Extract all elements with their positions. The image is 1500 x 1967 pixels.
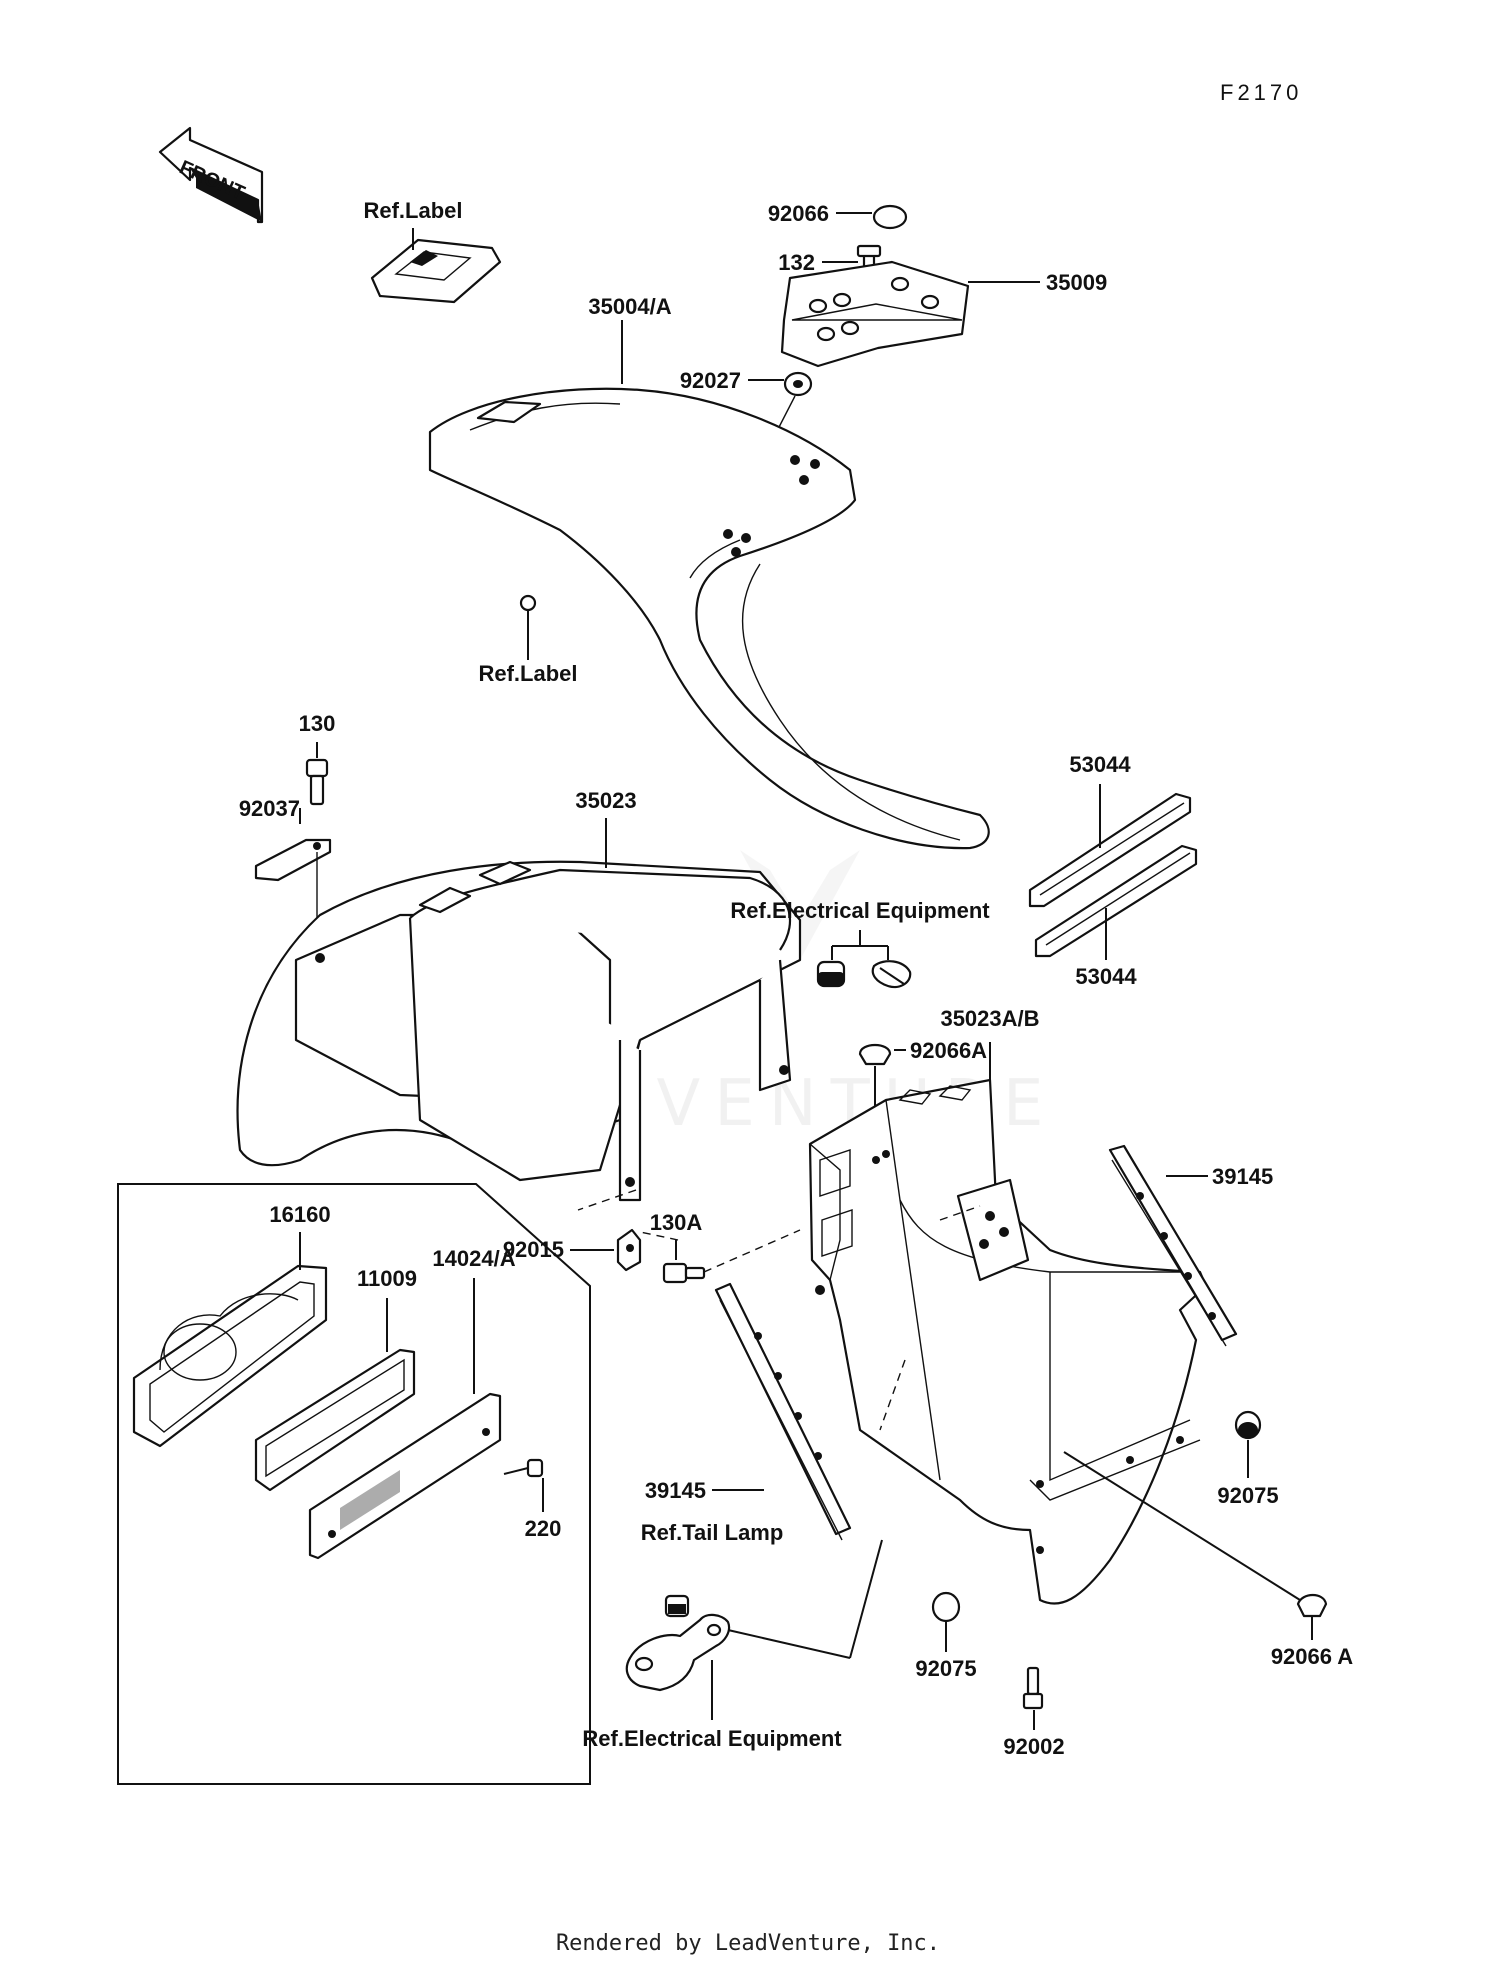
bracket-35009 (780, 260, 970, 368)
label-ref-electrical-top: Ref.Electrical Equipment (730, 898, 990, 923)
bolt-130a-icon (662, 1262, 706, 1284)
label-35023ab: 35023A/B (940, 1006, 1039, 1031)
label-92066a-bottom: 92066 A (1271, 1644, 1353, 1669)
gasket-11009 (254, 1348, 416, 1492)
bolt-92002-icon (1022, 1666, 1044, 1710)
label-39145-left: 39145 (645, 1478, 706, 1503)
inset-box (117, 1183, 591, 1785)
strip-39145-right (1108, 1144, 1238, 1347)
label-16160: 16160 (269, 1202, 330, 1227)
strip-53044-bottom (1034, 844, 1198, 958)
front-arrow-icon: FRONT (158, 126, 264, 224)
ref-label-pad (370, 238, 502, 304)
label-92015: 92015 (503, 1237, 564, 1262)
rear-fender-35023ab (808, 1078, 1208, 1605)
label-92066: 92066 (768, 201, 829, 226)
label-ref-tail-lamp: Ref.Tail Lamp (641, 1520, 784, 1545)
bolt-130-icon (305, 742, 329, 806)
label-92027: 92027 (680, 368, 741, 393)
label-53044-bottom: 53044 (1075, 964, 1137, 989)
label-35023: 35023 (575, 788, 636, 813)
label-220: 220 (525, 1516, 562, 1541)
rear-fender-35023 (236, 860, 802, 1202)
lens-14024a (308, 1392, 502, 1560)
strip-39145-left (714, 1282, 852, 1541)
footer-credit: Rendered by LeadVenture, Inc. (556, 1931, 940, 1956)
label-53044-top: 53044 (1069, 752, 1131, 777)
label-92066a-top: 92066A (910, 1038, 987, 1063)
label-35009: 35009 (1046, 270, 1107, 295)
label-92037: 92037 (239, 796, 300, 821)
label-92002: 92002 (1003, 1734, 1064, 1759)
label-14024a: 14024/A (432, 1246, 515, 1271)
label-39145-right: 39145 (1212, 1164, 1273, 1189)
lamp-housing-16160 (132, 1264, 328, 1448)
label-ref-label-mid: Ref.Label (478, 661, 577, 686)
front-fender-35004 (428, 387, 990, 850)
label-92075-right: 92075 (1217, 1483, 1278, 1508)
label-130: 130 (299, 711, 336, 736)
diagram-code: F2170 (1220, 80, 1302, 105)
strip-53044-top (1028, 792, 1192, 908)
label-ref-electrical-bottom: Ref.Electrical Equipment (582, 1726, 842, 1751)
label-35004a: 35004/A (588, 294, 671, 319)
label-11009: 11009 (357, 1266, 417, 1291)
label-92075-bottom: 92075 (915, 1656, 976, 1681)
screw-220-icon (503, 1458, 544, 1478)
label-132: 132 (778, 250, 815, 275)
tail-lamp-bracket (625, 1613, 731, 1692)
label-ref-label-top: Ref.Label (363, 198, 462, 223)
label-130a: 130A (650, 1210, 703, 1235)
